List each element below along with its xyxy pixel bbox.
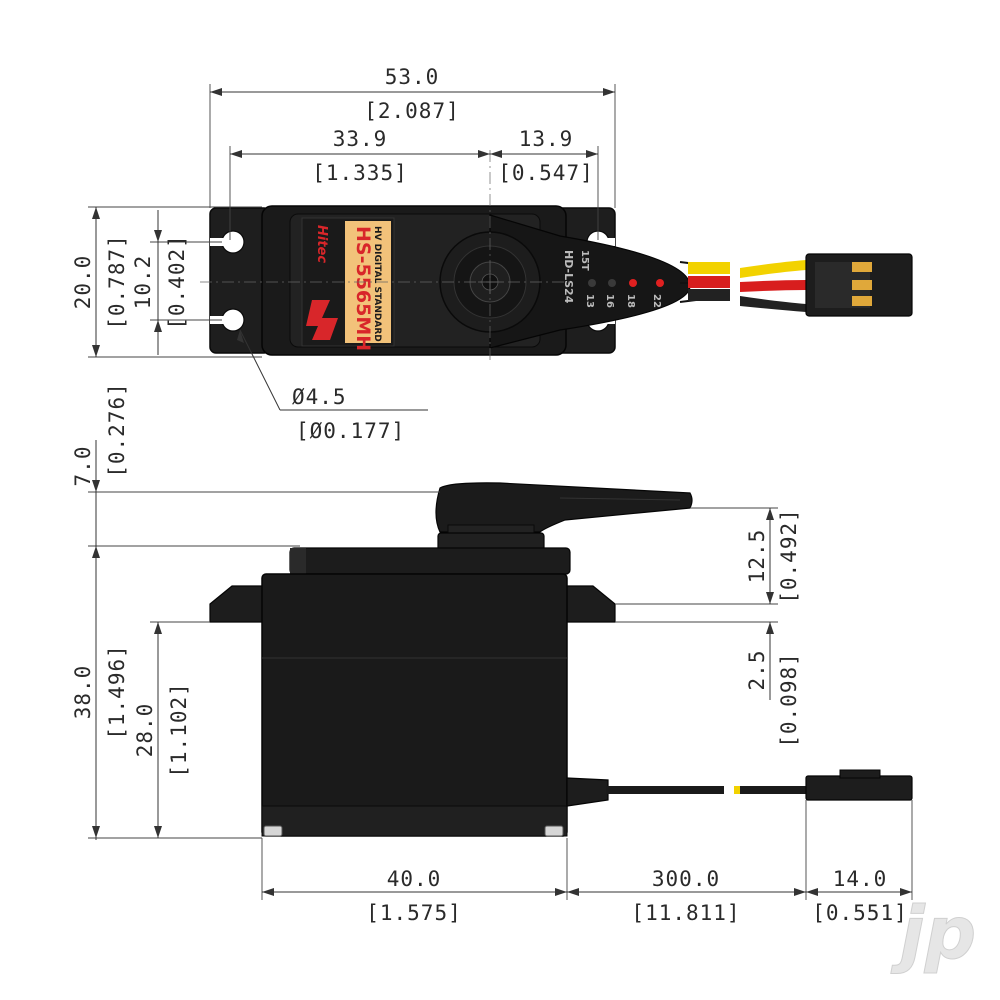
connector-side bbox=[805, 775, 913, 801]
dim-cable-length: 300.0 bbox=[652, 867, 720, 891]
dim-connector-length: 14.0 bbox=[833, 867, 888, 891]
watermark-logo: jp bbox=[890, 891, 976, 975]
dim-overall-width: 53.0 bbox=[385, 65, 440, 89]
dim-connector-length-in: [0.551] bbox=[812, 901, 908, 925]
dim-body-length: 40.0 bbox=[387, 867, 442, 891]
dim-horn-to-flange: 12.5 bbox=[745, 529, 769, 584]
dim-axis-to-tab: 13.9 bbox=[519, 127, 574, 151]
dim-mount-height: 28.0 bbox=[133, 703, 157, 758]
cable-top bbox=[679, 253, 913, 317]
horn-mark-22: 22 bbox=[651, 294, 662, 308]
top-view: HS-5565MH HV DIGITAL STANDARD Hitec 22 1… bbox=[71, 65, 913, 443]
dim-width-to-axis-in: [1.335] bbox=[312, 161, 408, 185]
dim-horn-height: 7.0 bbox=[71, 446, 95, 487]
horn-mark-13: 13 bbox=[584, 294, 595, 308]
dim-mount-height-in: [1.102] bbox=[167, 682, 191, 778]
model-text: HS-5565MH bbox=[352, 226, 374, 351]
dim-flange-thickness: 2.5 bbox=[745, 650, 769, 691]
dim-hole-diameter: Ø4.5 bbox=[292, 385, 347, 409]
subtitle-text: HV DIGITAL STANDARD bbox=[372, 226, 382, 342]
horn-hole-16 bbox=[608, 279, 616, 287]
dim-body-height-in: [1.496] bbox=[105, 644, 129, 740]
flange-right bbox=[559, 585, 616, 623]
dim-body-height: 38.0 bbox=[71, 665, 95, 720]
dim-depth: 20.0 bbox=[71, 255, 95, 310]
product-label: HS-5565MH HV DIGITAL STANDARD Hitec bbox=[301, 217, 395, 351]
horn-hole-18 bbox=[629, 279, 637, 287]
top-cap bbox=[289, 547, 571, 575]
brand-logo-icon bbox=[306, 300, 338, 340]
servo-case-side bbox=[261, 573, 568, 837]
dim-hole-diameter-in: [Ø0.177] bbox=[296, 419, 405, 443]
dim-flange-thickness-in: [0.098] bbox=[777, 652, 801, 748]
dim-hole-spacing: 10.2 bbox=[131, 255, 155, 310]
screw-head bbox=[263, 825, 283, 837]
horn-mark-18: 18 bbox=[625, 294, 636, 308]
flange-left bbox=[209, 585, 266, 623]
cable-side bbox=[606, 786, 724, 794]
side-view: 7.0 [0.276] 38.0 [1.496] 28.0 [1.102] 12… bbox=[71, 382, 913, 925]
horn-spline-text: 15T bbox=[579, 250, 590, 271]
dim-horn-height-in: [0.276] bbox=[105, 382, 129, 478]
dim-overall-width-in: [2.087] bbox=[364, 99, 460, 123]
brand-text: Hitec bbox=[314, 225, 329, 263]
horn-model-text: HD-LS24 bbox=[562, 250, 575, 304]
dim-body-length-in: [1.575] bbox=[366, 901, 462, 925]
screw-head bbox=[544, 825, 564, 837]
cable-grommet bbox=[566, 777, 609, 807]
dim-cable-length-in: [11.811] bbox=[631, 901, 740, 925]
horn-hole-13 bbox=[588, 279, 596, 287]
dim-hole-spacing-in: [0.402] bbox=[165, 234, 189, 330]
servo-horn-side bbox=[435, 482, 693, 533]
dim-width-to-axis: 33.9 bbox=[333, 127, 388, 151]
horn-mark-16: 16 bbox=[604, 294, 615, 308]
dim-axis-to-tab-in: [0.547] bbox=[498, 161, 594, 185]
dim-horn-to-flange-in: [0.492] bbox=[777, 508, 801, 604]
horn-hole-22 bbox=[656, 279, 664, 287]
dim-depth-in: [0.787] bbox=[105, 234, 129, 330]
